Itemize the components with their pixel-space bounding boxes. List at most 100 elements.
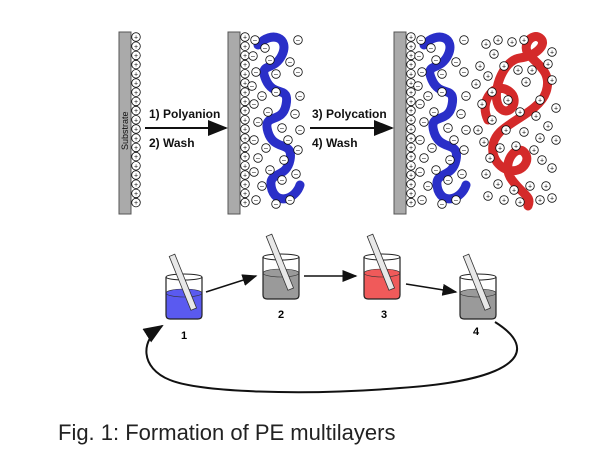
svg-text:–: – xyxy=(422,120,426,127)
charge-minus-icon: – xyxy=(413,81,423,91)
charge-plus-icon: + xyxy=(535,95,545,105)
charge-minus-icon: – xyxy=(247,81,257,91)
beaker-2-icon xyxy=(262,233,300,300)
svg-text:+: + xyxy=(134,163,138,170)
svg-text:+: + xyxy=(409,117,413,124)
charge-plus-icon: + xyxy=(131,161,141,171)
substrate-bar xyxy=(227,31,241,215)
svg-text:+: + xyxy=(409,99,413,106)
svg-text:+: + xyxy=(409,71,413,78)
charge-plus-icon: + xyxy=(406,69,416,79)
charge-minus-icon: – xyxy=(415,167,425,177)
svg-text:+: + xyxy=(492,52,496,59)
svg-text:+: + xyxy=(522,38,526,45)
svg-text:+: + xyxy=(516,68,520,75)
svg-text:–: – xyxy=(459,112,463,119)
svg-text:+: + xyxy=(134,136,138,143)
charge-minus-icon: – xyxy=(253,117,263,127)
charge-plus-icon: + xyxy=(406,179,416,189)
svg-text:–: – xyxy=(256,156,260,163)
svg-text:+: + xyxy=(243,108,247,115)
svg-text:+: + xyxy=(554,106,558,113)
svg-text:–: – xyxy=(282,158,286,165)
charge-minus-icon: – xyxy=(248,51,258,61)
svg-text:–: – xyxy=(252,138,256,145)
beaker-1-icon xyxy=(165,253,203,320)
charge-plus-icon: + xyxy=(535,195,545,205)
charge-minus-icon: – xyxy=(449,135,459,145)
charge-plus-icon: + xyxy=(406,151,416,162)
svg-text:+: + xyxy=(550,78,554,85)
charge-plus-icon: + xyxy=(240,188,250,199)
charge-plus-icon: + xyxy=(131,69,141,79)
svg-text:–: – xyxy=(462,148,466,155)
polycation-coil xyxy=(480,32,552,211)
svg-text:–: – xyxy=(252,102,256,109)
charge-plus-icon: + xyxy=(499,195,509,205)
charge-plus-icon: + xyxy=(240,197,250,208)
charge-plus-icon: + xyxy=(551,135,561,145)
svg-text:+: + xyxy=(409,154,413,161)
svg-text:+: + xyxy=(546,124,550,131)
charge-plus-icon: + xyxy=(547,163,557,173)
svg-text:+: + xyxy=(134,200,138,207)
svg-text:–: – xyxy=(263,46,267,53)
svg-text:–: – xyxy=(434,168,438,175)
svg-text:–: – xyxy=(251,54,255,61)
charge-plus-icon: + xyxy=(547,193,557,203)
charge-minus-icon: – xyxy=(437,69,447,79)
charge-minus-icon: – xyxy=(283,135,293,145)
svg-text:–: – xyxy=(446,126,450,133)
svg-text:+: + xyxy=(498,146,502,153)
charge-plus-icon: + xyxy=(240,115,250,125)
svg-text:+: + xyxy=(134,35,138,42)
panel-polycation-layer: +++++++++++++++++++ ––––––––––––––––––––… xyxy=(393,31,561,215)
charge-minus-icon: – xyxy=(249,135,259,145)
svg-text:+: + xyxy=(550,166,554,173)
svg-text:+: + xyxy=(538,98,542,105)
svg-text:+: + xyxy=(482,140,486,147)
charge-minus-icon: – xyxy=(279,155,289,165)
step4-label: 4) Wash xyxy=(312,136,358,150)
charge-plus-icon: + xyxy=(543,121,553,131)
charge-minus-icon: – xyxy=(417,67,427,77)
svg-text:–: – xyxy=(274,202,278,209)
charge-minus-icon: – xyxy=(265,165,275,175)
charge-plus-icon: + xyxy=(240,133,250,143)
charge-plus-icon: + xyxy=(240,105,250,116)
substrate-slide xyxy=(366,233,396,291)
svg-text:+: + xyxy=(134,182,138,189)
svg-text:+: + xyxy=(243,117,247,124)
svg-text:+: + xyxy=(486,194,490,201)
step3-label: 3) Polycation xyxy=(312,107,387,121)
charge-minus-icon: – xyxy=(414,51,424,61)
polyanion-coil xyxy=(253,32,305,204)
cycle-arrow-1-2 xyxy=(205,274,258,293)
svg-text:–: – xyxy=(422,156,426,163)
charge-minus-icon: – xyxy=(249,99,259,109)
charge-minus-icon: – xyxy=(419,117,429,127)
charge-plus-icon: + xyxy=(240,170,250,180)
charge-plus-icon: + xyxy=(240,151,250,162)
charge-plus-icon: + xyxy=(485,153,495,163)
svg-text:–: – xyxy=(274,90,278,97)
svg-text:+: + xyxy=(524,80,528,87)
charge-minus-icon: – xyxy=(415,99,425,109)
substrate-bar xyxy=(393,31,407,215)
charge-minus-icon: – xyxy=(419,153,429,163)
svg-text:+: + xyxy=(409,163,413,170)
charge-minus-icon: – xyxy=(437,87,447,97)
charge-minus-icon: – xyxy=(443,123,453,133)
cycle-arrow-3-4 xyxy=(405,283,458,296)
charge-plus-icon: + xyxy=(473,125,483,135)
svg-text:–: – xyxy=(418,102,422,109)
svg-text:–: – xyxy=(254,70,258,77)
svg-text:–: – xyxy=(288,60,292,67)
substrate-plus-charges: +++++++++++++++++++ xyxy=(240,32,250,208)
svg-text:+: + xyxy=(534,114,538,121)
charge-plus-icon: + xyxy=(406,87,416,97)
svg-text:+: + xyxy=(486,74,490,81)
charge-minus-icon: – xyxy=(459,145,469,155)
svg-text:–: – xyxy=(454,60,458,67)
charge-minus-icon: – xyxy=(271,69,281,79)
